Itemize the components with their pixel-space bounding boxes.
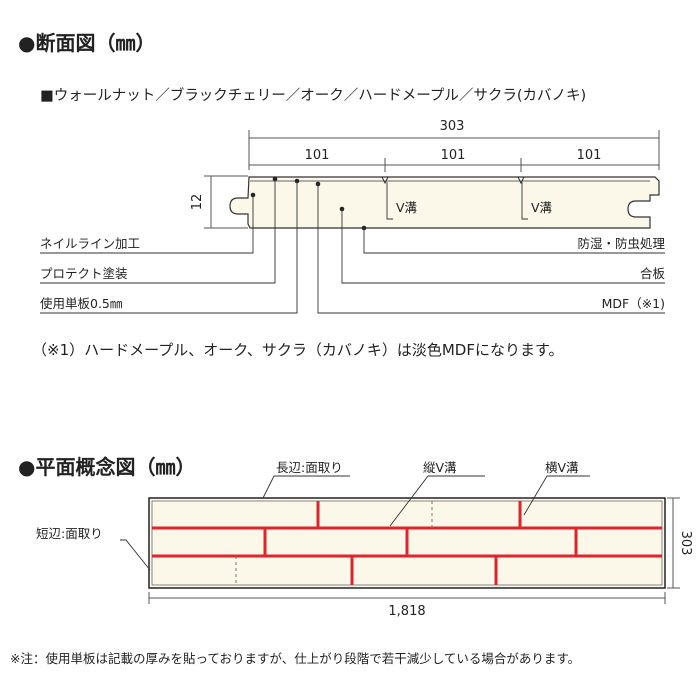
label-mdf: MDF（※1)	[602, 296, 665, 311]
section1-note: （※1）ハードメープル、オーク、サクラ（カバノキ）は淡色MDFになります。	[32, 341, 564, 359]
v-groove-2-leader	[521, 182, 528, 220]
dim-segments	[249, 158, 659, 172]
board-cross-section	[229, 176, 660, 229]
dim-plan-width-label: 303	[678, 531, 693, 556]
leader-short-edge	[120, 539, 151, 571]
section1-subtitle: ■ウォールナット／ブラックチェリー／オーク／ハードメープル／サクラ(カバノキ)	[40, 86, 586, 104]
dim-seg1-label: 101	[305, 148, 330, 163]
v-groove-1	[381, 176, 389, 185]
dim-seg3-label: 101	[577, 148, 602, 163]
v-groove-2-label: V溝	[531, 200, 553, 215]
dim-total	[248, 130, 660, 170]
label-plywood: 合板	[640, 266, 666, 281]
dim-plan-length	[148, 592, 666, 604]
dim-plan-length-label: 1,818	[388, 604, 425, 619]
dashed-joints	[235, 501, 433, 585]
leader-plywood	[341, 209, 665, 284]
leader-veneer	[40, 181, 298, 314]
v-groove-2	[517, 176, 525, 185]
label-vertical-groove: 縦V溝	[423, 460, 457, 475]
dim-total-label: 303	[440, 119, 465, 134]
label-protect-coat: プロテクト塗装	[40, 266, 128, 281]
label-short-edge: 短辺:面取り	[36, 526, 103, 541]
dim-thickness-label: 12	[190, 194, 205, 211]
leader-horizontal-groove	[523, 475, 590, 516]
leader-mdf	[317, 184, 665, 314]
leader-vertical-groove	[389, 475, 485, 527]
leader-long-edge	[262, 475, 350, 499]
label-moisture: 防湿・防虫処理	[577, 236, 665, 251]
dim-plan-width	[667, 497, 680, 589]
label-veneer: 使用単板0.5㎜	[40, 296, 123, 311]
footnote: ※注：使用単板は記載の厚みを貼っておりますが、仕上がり段階で若干減少している場合…	[10, 651, 580, 666]
section1-title: ●断面図（㎜）	[18, 31, 155, 55]
v-groove-1-leader	[386, 182, 393, 220]
leader-protect-coat	[40, 179, 276, 284]
plan-board-inner	[151, 500, 663, 586]
label-long-edge: 長辺:面取り	[276, 460, 343, 475]
label-horizontal-groove: 横V溝	[545, 460, 579, 475]
vertical-grooves	[263, 501, 578, 585]
leader-moisture	[363, 228, 665, 254]
dim-seg2-label: 101	[441, 148, 466, 163]
leader-nail-line	[40, 195, 254, 254]
v-groove-1-label: V溝	[396, 200, 418, 215]
label-nail-line: ネイルライン加工	[40, 236, 140, 251]
section2-title: ●平面概念図（㎜）	[18, 455, 195, 479]
dim-thickness	[204, 175, 248, 229]
